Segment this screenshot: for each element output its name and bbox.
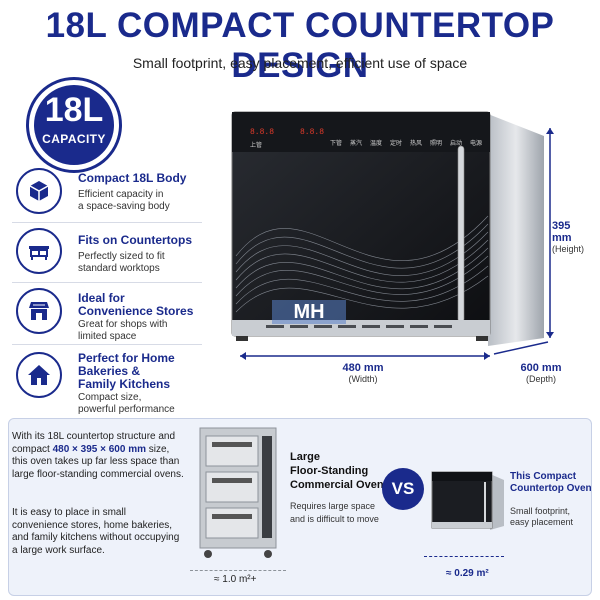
oven-panel-label: 照明	[430, 141, 443, 147]
large-area: ≈ 1.0 m²+	[214, 574, 257, 585]
oven-illustration	[231, 111, 554, 360]
feature-title: Bakeries &	[78, 364, 141, 378]
vs-badge: VS	[382, 468, 424, 510]
oven-display-2: 8.8.8	[300, 128, 325, 137]
large-oven-desc: Requires large space and is difficult to…	[290, 501, 379, 524]
feature-desc: standard worktops	[78, 263, 160, 274]
comparison-paragraph-1: With its 18L countertop structure and co…	[12, 431, 184, 480]
depth-dimension: 600 mm (Depth)	[520, 362, 562, 384]
comparison-paragraph-2: It is easy to place in small convenience…	[12, 507, 180, 556]
feature-title: Fits on Countertops	[78, 233, 192, 247]
oven-panel-label: 电源	[470, 141, 483, 147]
compact-area-line	[424, 556, 504, 557]
compact-oven-title: This Compact Countertop Oven	[510, 471, 592, 494]
capacity-label: CAPACITY	[42, 132, 106, 146]
floor-area-line	[190, 570, 286, 571]
feature-title: Compact 18L Body	[78, 171, 187, 185]
feature-desc: limited space	[78, 331, 137, 342]
feature-title: Convenience Stores	[78, 304, 194, 318]
feature-title: Ideal for	[78, 291, 125, 305]
width-dimension: 480 mm (Width)	[342, 362, 384, 384]
oven-vent	[232, 320, 490, 336]
oven-side-panel	[488, 114, 544, 346]
oven-panel-label: 下管	[330, 141, 343, 147]
feature-title: Family Kitchens	[78, 377, 171, 391]
feature-desc: a space-saving body	[78, 201, 170, 212]
feature-desc: Compact size,	[78, 392, 142, 403]
compact-area: ≈ 0.29 m²	[446, 568, 489, 579]
feature-desc: Efficient capacity in	[78, 189, 164, 200]
page-title: 18L COMPACT COUNTERTOP DESIGN	[45, 6, 555, 85]
feature-desc: Perfectly sized to fit	[78, 251, 165, 262]
capacity-badge: 18L CAPACITY	[26, 77, 122, 173]
oven-control-strip	[232, 112, 490, 152]
brand-watermark: MH	[272, 300, 346, 324]
divider	[12, 222, 202, 223]
large-oven-title: Large Floor-Standing Commercial Oven	[290, 451, 384, 491]
oven-panel-label: 上管	[250, 143, 263, 149]
oven-panel-label: 温度	[370, 141, 383, 147]
oven-panel-label: 定时	[390, 141, 403, 147]
door-wave-pattern	[235, 215, 489, 313]
vent-slots	[266, 325, 452, 328]
feature-desc: powerful performance	[78, 404, 175, 415]
store-icon	[16, 288, 62, 334]
oven-panel-label: 蒸汽	[350, 141, 363, 147]
page-subtitle: Small footprint, easy placement, efficie…	[132, 55, 468, 71]
divider	[12, 344, 202, 345]
oven-foot	[236, 336, 248, 341]
home-icon	[16, 352, 62, 398]
capacity-value: 18L	[44, 91, 104, 129]
feature-desc: Great for shops with	[78, 319, 168, 330]
countertop-icon	[16, 228, 62, 274]
oven-panel-label: 热风	[410, 141, 423, 147]
oven-panel-label: 启动	[450, 141, 463, 147]
box-icon	[16, 168, 62, 214]
compact-oven-desc: Small footprint, easy placement	[510, 506, 574, 527]
oven-display: 8.8.8	[250, 128, 275, 137]
feature-title: Perfect for Home	[78, 351, 175, 365]
oven-foot	[476, 336, 488, 341]
divider	[12, 282, 202, 283]
compact-oven-illustration	[431, 471, 504, 530]
large-oven-illustration	[199, 427, 277, 558]
depth-dimension-line	[493, 341, 549, 355]
door-handle	[457, 145, 465, 323]
